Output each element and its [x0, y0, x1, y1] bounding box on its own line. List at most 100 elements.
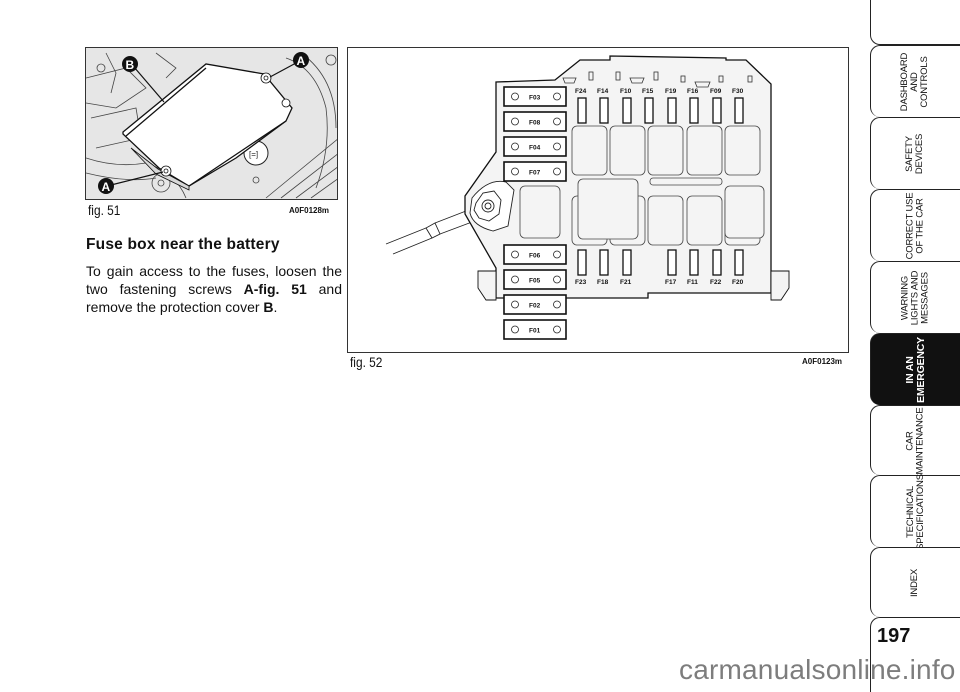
fuse-label: F17 — [665, 279, 677, 286]
mini-fuse-F30 — [734, 97, 744, 124]
relay-slot-large — [724, 185, 765, 239]
figure-52-code: A0F0123m — [802, 357, 843, 366]
fuse-label: F20 — [732, 279, 744, 286]
svg-text:[=]: [=] — [249, 150, 258, 159]
body-text-part: and remove the protection cover — [86, 281, 342, 315]
callout-a-top: A — [293, 52, 309, 68]
mini-fuse-F14 — [599, 97, 609, 124]
mini-fuse-F23 — [577, 249, 587, 276]
tab-warning-lights-and-messages[interactable]: WARNING LIGHTS AND MESSAGES — [870, 261, 960, 333]
screw-icon — [553, 300, 561, 309]
svg-text:B: B — [126, 58, 135, 72]
fuse-label: F11 — [687, 279, 698, 286]
mini-fuse-F21 — [622, 249, 632, 276]
screw-icon — [553, 142, 561, 151]
mini-fuse-F15 — [644, 97, 654, 124]
fuse-label: F14 — [597, 88, 609, 95]
fuse-label: F24 — [575, 88, 587, 95]
screw-icon — [553, 250, 561, 259]
fuse-label: F04 — [529, 145, 541, 152]
fuse-label: F01 — [529, 328, 541, 335]
fuse-label: F05 — [529, 278, 541, 285]
chapter-tabs: DASHBOARD AND CONTROLS SAFETY DEVICES CO… — [870, 0, 960, 692]
body-text-part: To gain access to the fuses, loosen the … — [86, 263, 342, 297]
section-title: Fuse box near the battery — [86, 236, 280, 253]
relay-slot — [724, 125, 761, 176]
body-text-part: . — [273, 299, 278, 315]
tab-technical-specifications[interactable]: TECHNICAL SPECIFICATIONS — [870, 473, 960, 550]
relay-slot-large — [577, 178, 639, 240]
maxi-fuse-F07 — [503, 161, 567, 182]
fuse-label: F30 — [732, 88, 744, 95]
screw-icon — [511, 300, 519, 309]
body-text-bold-ref: B — [263, 299, 274, 315]
maxi-fuse-F03 — [503, 86, 567, 107]
screw-icon — [511, 250, 519, 259]
maxi-fuse-F05 — [503, 269, 567, 290]
screw-icon — [511, 167, 519, 176]
svg-text:A: A — [297, 54, 306, 68]
mini-fuse-F11 — [689, 249, 699, 276]
tab-label: INDEX — [909, 568, 921, 597]
fuse-label: F18 — [597, 279, 609, 286]
mini-fuse-F24 — [577, 97, 587, 124]
tab-label: IN AN EMERGENCY — [903, 336, 927, 403]
tab-label: CORRECT USE OF THE CAR — [904, 192, 926, 259]
fuse-label: F19 — [665, 88, 677, 95]
page-number-box: 197 — [870, 617, 960, 692]
relay-slot-large — [519, 185, 561, 239]
mini-fuse-F16 — [689, 97, 699, 124]
fuse-label: F02 — [529, 303, 541, 310]
tab-car-maintenance[interactable]: CAR MAINTENANCE — [870, 405, 960, 475]
maxi-fuse-F08 — [503, 111, 567, 132]
relay-slot — [571, 125, 608, 176]
tab-in-an-emergency[interactable]: IN AN EMERGENCY — [870, 333, 960, 405]
mini-fuse-F20 — [734, 249, 744, 276]
mini-fuse-F18 — [599, 249, 609, 276]
tab-correct-use-of-the-car[interactable]: CORRECT USE OF THE CAR — [870, 189, 960, 261]
section-body: To gain access to the fuses, loosen the … — [86, 262, 342, 316]
callout-b: B — [122, 56, 138, 72]
relay-slot — [609, 125, 646, 176]
fuse-label: F09 — [710, 88, 722, 95]
tab-label: SAFETY DEVICES — [904, 133, 926, 174]
screw-icon — [511, 275, 519, 284]
screw-icon — [511, 92, 519, 101]
relay-slot — [647, 195, 684, 246]
tab-label: TECHNICAL SPECIFICATIONS — [904, 473, 926, 550]
fuse-label: F23 — [575, 279, 587, 286]
tab-label: CAR MAINTENANCE — [904, 407, 926, 474]
screw-icon — [511, 142, 519, 151]
mini-fuse-F09 — [712, 97, 722, 124]
mini-fuse-F22 — [712, 249, 722, 276]
fuse-label: F21 — [620, 279, 632, 286]
maxi-fuse-F01 — [503, 319, 567, 340]
relay-slot — [647, 125, 684, 176]
screw-icon — [553, 325, 561, 334]
fuse-label: F22 — [710, 279, 722, 286]
tab-top-edge — [870, 0, 960, 45]
tab-label: DASHBOARD AND CONTROLS — [899, 52, 931, 111]
svg-text:A: A — [102, 180, 111, 194]
tab-dashboard-and-controls[interactable]: DASHBOARD AND CONTROLS — [870, 45, 960, 117]
fuse-box-cover-drawing: [=] B A A — [86, 48, 337, 199]
figure-51-illustration: [=] B A A — [85, 47, 338, 200]
fuse-label: F15 — [642, 88, 654, 95]
screw-icon — [511, 325, 519, 334]
watermark: carmanualsonline.info — [679, 654, 956, 685]
figure-52-caption: fig. 52 — [350, 354, 383, 370]
mini-fuse-F17 — [667, 249, 677, 276]
relay-slot — [686, 195, 723, 246]
maxi-fuse-F04 — [503, 136, 567, 157]
fuse-label: F03 — [529, 95, 541, 102]
screw-icon — [511, 117, 519, 126]
screw-icon — [553, 275, 561, 284]
body-text-bold-ref: A-fig. 51 — [243, 281, 307, 297]
fuse-label: F16 — [687, 88, 699, 95]
page-number: 197 — [877, 625, 911, 647]
fuse-label: F06 — [529, 253, 541, 260]
tab-safety-devices[interactable]: SAFETY DEVICES — [870, 117, 960, 189]
tab-index[interactable]: INDEX — [870, 547, 960, 617]
